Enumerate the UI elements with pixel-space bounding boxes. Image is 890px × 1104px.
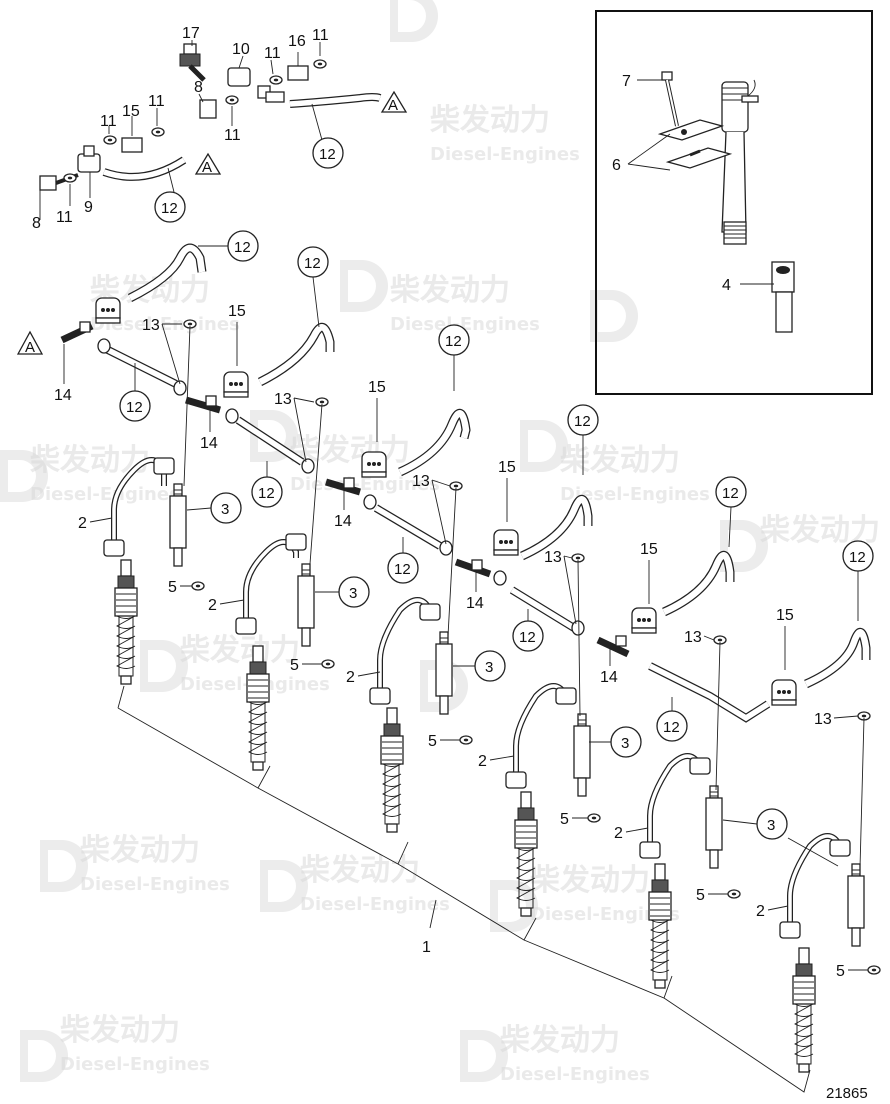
watermark-text-cn: 柴发动力 bbox=[530, 863, 650, 898]
watermark-text-cn: 柴发动力 bbox=[80, 833, 200, 868]
callout-2-label: 2 bbox=[78, 515, 87, 532]
watermark-text-cn: 柴发动力 bbox=[500, 1023, 620, 1058]
callout-15-label: 15 bbox=[498, 459, 516, 476]
callout-13-label: 13 bbox=[814, 711, 832, 728]
callout-8-label: 8 bbox=[32, 215, 41, 232]
callout-14-label: 14 bbox=[600, 669, 618, 686]
callout-5-label: 5 bbox=[168, 579, 177, 596]
callout-11-label: 11 bbox=[100, 113, 117, 130]
callout-17-label: 17 bbox=[182, 25, 200, 42]
callout-12-label: 12 bbox=[445, 333, 462, 350]
callout-7-label: 7 bbox=[622, 73, 631, 90]
callout-5-label: 5 bbox=[428, 733, 437, 750]
return-line-chain: A bbox=[16, 243, 871, 723]
reference-marker-a: A bbox=[202, 159, 212, 176]
callout-1-label: 1 bbox=[422, 939, 431, 956]
callout-12-label: 12 bbox=[258, 485, 275, 502]
callout-14-label: 14 bbox=[200, 435, 218, 452]
watermark-text-en: Diesel-Engines bbox=[390, 314, 540, 335]
callout-4-label: 4 bbox=[722, 277, 731, 294]
reference-marker-a: A bbox=[25, 339, 35, 356]
watermark-text-cn: 柴发动力 bbox=[430, 103, 550, 138]
callout-15-label: 15 bbox=[122, 103, 140, 120]
callout-5-label: 5 bbox=[696, 887, 705, 904]
callout-12-label: 12 bbox=[319, 146, 336, 163]
callout-12-label: 12 bbox=[126, 399, 143, 416]
callout-12-label: 12 bbox=[574, 413, 591, 430]
watermark-text-en: Diesel-Engines bbox=[90, 314, 240, 335]
callout-9-label: 9 bbox=[84, 199, 93, 216]
callout-2-label: 2 bbox=[756, 903, 765, 920]
watermark-text-cn: 柴发动力 bbox=[60, 1013, 180, 1048]
callout-15-label: 15 bbox=[640, 541, 658, 558]
callout-14-label: 14 bbox=[334, 513, 352, 530]
callout-11-label: 11 bbox=[224, 127, 241, 144]
callout-15-label: 15 bbox=[776, 607, 794, 624]
callout-13-label: 13 bbox=[142, 317, 160, 334]
callout-11-label: 11 bbox=[56, 209, 73, 226]
callout-2-label: 2 bbox=[478, 753, 487, 770]
inset-detail: 7 6 4 bbox=[595, 10, 873, 395]
callout-13-label: 13 bbox=[274, 391, 292, 408]
callout-16-label: 16 bbox=[288, 33, 306, 50]
callout-8-label: 8 bbox=[194, 79, 203, 96]
watermark-text-cn: 柴发动力 bbox=[560, 443, 680, 478]
callout-13-label: 13 bbox=[544, 549, 562, 566]
figure-number: 21865 bbox=[826, 1085, 868, 1102]
injector-units bbox=[103, 325, 881, 1073]
callout-12-label: 12 bbox=[234, 239, 251, 256]
callout-15-label: 15 bbox=[228, 303, 246, 320]
watermark-text-en: Diesel-Engines bbox=[30, 484, 180, 505]
callout-12-label: 12 bbox=[519, 629, 536, 646]
callout-2-label: 2 bbox=[346, 669, 355, 686]
watermark-text-en: Diesel-Engines bbox=[300, 894, 450, 915]
watermark-text-en: Diesel-Engines bbox=[500, 1064, 650, 1085]
callout-12-label: 12 bbox=[663, 719, 680, 736]
watermark-text-en: Diesel-Engines bbox=[80, 874, 230, 895]
callout-10-label: 10 bbox=[232, 41, 250, 58]
callout-11-label: 11 bbox=[148, 93, 165, 110]
watermark-layer: 柴发动力 Diesel-Engines 柴发动力 Diesel-Engines … bbox=[0, 0, 880, 1085]
watermark-text-cn: 柴发动力 bbox=[300, 853, 420, 888]
callout-15-label: 15 bbox=[368, 379, 386, 396]
watermark-text-en: Diesel-Engines bbox=[60, 1054, 210, 1075]
callouts: 12 12 12 12 12 12 12 12 12 12 12 3 3 3 3… bbox=[54, 230, 874, 980]
watermark-text-en: Diesel-Engines bbox=[430, 144, 580, 165]
watermark-text-cn: 柴发动力 bbox=[390, 273, 510, 308]
callout-14-label: 14 bbox=[54, 387, 72, 404]
callout-2-label: 2 bbox=[208, 597, 217, 614]
watermark-text-en: Diesel-Engines bbox=[530, 904, 680, 925]
callout-3-label: 3 bbox=[767, 817, 775, 834]
reference-marker-a: A bbox=[388, 97, 398, 114]
watermark-text-cn: 柴发动力 bbox=[180, 633, 300, 668]
callout-3-label: 3 bbox=[621, 735, 629, 752]
callout-12-label: 12 bbox=[304, 255, 321, 272]
callout-12-label: 12 bbox=[849, 549, 866, 566]
callout-5-label: 5 bbox=[836, 963, 845, 980]
callout-11-label: 11 bbox=[312, 27, 329, 44]
callout-14-label: 14 bbox=[466, 595, 484, 612]
assembly-bracket: 1 bbox=[117, 685, 811, 1093]
callout-3-label: 3 bbox=[485, 659, 493, 676]
callout-11-label: 11 bbox=[264, 45, 281, 62]
callout-5-label: 5 bbox=[560, 811, 569, 828]
callout-13-label: 13 bbox=[684, 629, 702, 646]
callout-12-label: 12 bbox=[722, 485, 739, 502]
watermark-text-en: Diesel-Engines bbox=[560, 484, 710, 505]
callout-13-label: 13 bbox=[412, 473, 430, 490]
callout-3-label: 3 bbox=[221, 501, 229, 518]
top-fittings-assembly: A A 12 12 17 10 11 16 11 8 11 11 15 11 8… bbox=[32, 25, 408, 232]
callout-5-label: 5 bbox=[290, 657, 299, 674]
callout-6-label: 6 bbox=[612, 157, 621, 174]
callout-2-label: 2 bbox=[614, 825, 623, 842]
callout-3-label: 3 bbox=[349, 585, 357, 602]
callout-12-label: 12 bbox=[161, 200, 178, 217]
callout-12-label: 12 bbox=[394, 561, 411, 578]
